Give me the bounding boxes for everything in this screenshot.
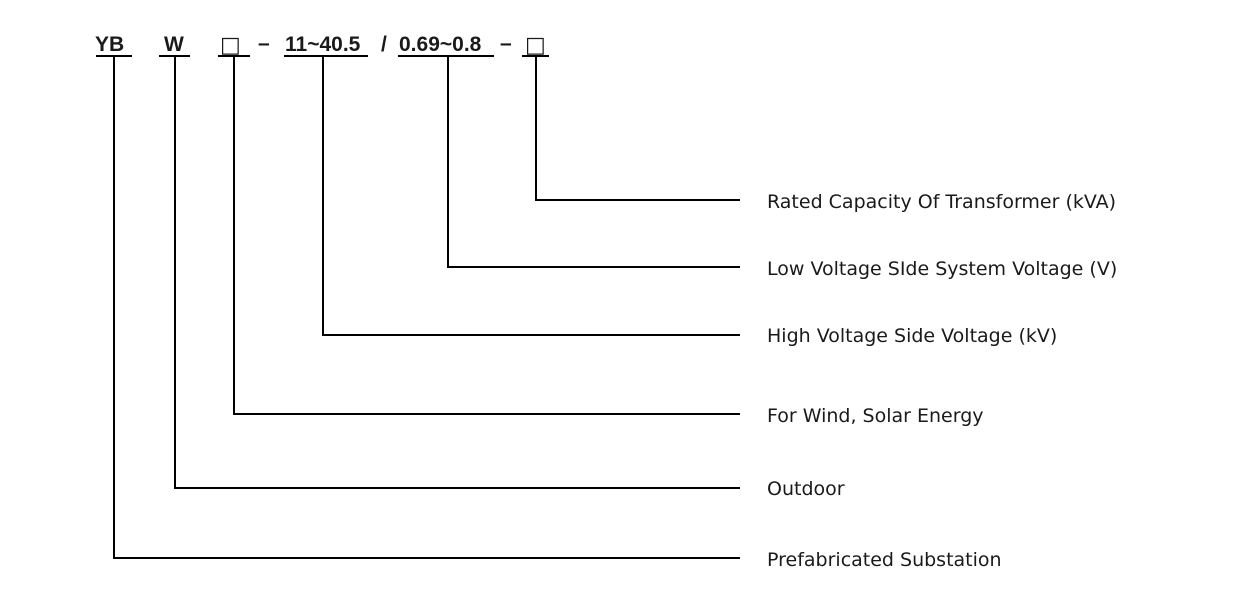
connector-prefix (113, 56, 740, 559)
connector-outdoor (174, 56, 740, 489)
code-capacity-box: □ (525, 33, 546, 58)
connector-application (233, 56, 740, 415)
model-code: YB W □ – 11~40.5 / 0.69~0.8 – □ (95, 32, 546, 58)
label-application: For Wind, Solar Energy (767, 405, 984, 427)
connector-lv (447, 56, 740, 268)
descriptions: Rated Capacity Of Transformer (kVA) Low … (767, 191, 1117, 571)
label-high-voltage: High Voltage Side Voltage (kV) (767, 325, 1057, 347)
code-outdoor: W (164, 33, 184, 56)
connector-hv (322, 56, 740, 336)
code-separator-2: – (500, 32, 512, 55)
label-outdoor: Outdoor (767, 478, 845, 500)
connectors (113, 56, 740, 559)
code-separator-1: – (258, 32, 270, 55)
code-hv: 11~40.5 (285, 33, 361, 56)
label-prefabricated-substation: Prefabricated Substation (767, 549, 1002, 571)
code-prefix: YB (95, 33, 124, 56)
code-lv: 0.69~0.8 (399, 33, 482, 56)
code-slash: / (381, 33, 387, 56)
label-capacity: Rated Capacity Of Transformer (kVA) (767, 191, 1116, 213)
code-application-box: □ (220, 33, 241, 58)
label-low-voltage: Low Voltage SIde System Voltage (V) (767, 258, 1117, 280)
connector-capacity (535, 56, 740, 201)
